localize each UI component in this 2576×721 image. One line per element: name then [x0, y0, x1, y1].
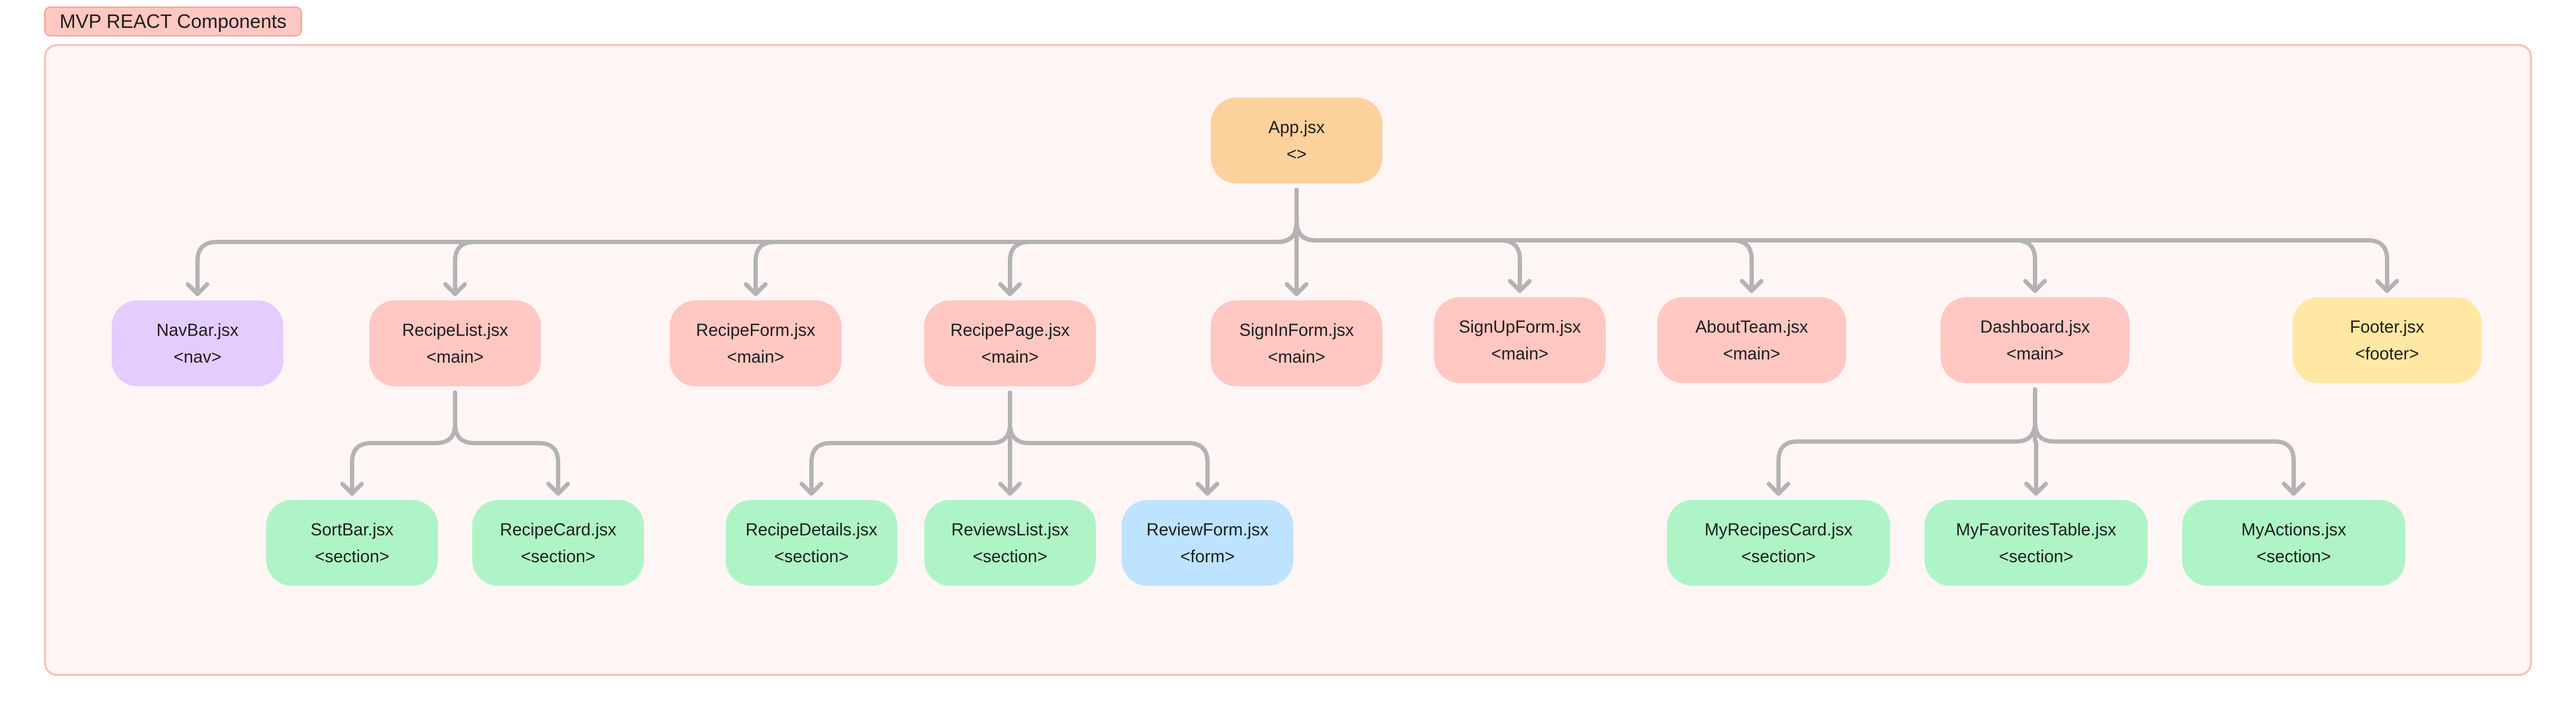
arrowhead-icon	[443, 282, 467, 296]
node-tag-label: <section>	[774, 547, 849, 566]
arrowhead-icon	[1196, 482, 1219, 496]
edge-dashboard-myrecipescard	[1776, 387, 2037, 496]
arrowhead-icon	[2024, 482, 2048, 496]
node-recipepage[interactable]: RecipePage.jsx <main>	[924, 300, 1096, 386]
node-file-label: RecipeList.jsx	[402, 320, 508, 340]
node-file-label: RecipeForm.jsx	[696, 320, 816, 340]
node-tag-label: <main>	[1723, 344, 1781, 363]
arrowhead-icon	[2023, 279, 2047, 293]
arrowhead-icon	[1285, 282, 1308, 296]
node-app[interactable]: App.jsx <>	[1211, 98, 1382, 183]
node-tag-label: <>	[1286, 144, 1307, 164]
arrowhead-icon	[340, 482, 364, 496]
node-tag-label: <section>	[1741, 547, 1816, 566]
node-dashboard[interactable]: Dashboard.jsx <main>	[1941, 297, 2129, 383]
node-file-label: NavBar.jsx	[156, 320, 239, 340]
node-file-label: ReviewForm.jsx	[1146, 520, 1269, 539]
node-recipecard[interactable]: RecipeCard.jsx <section>	[472, 500, 644, 586]
node-myrecipescard[interactable]: MyRecipesCard.jsx <section>	[1667, 500, 1890, 586]
node-file-label: Footer.jsx	[2350, 317, 2425, 336]
edge-dashboard-myactions	[2033, 387, 2296, 496]
edge-app-recipepage	[1008, 188, 1299, 296]
node-file-label: AboutTeam.jsx	[1695, 317, 1808, 336]
node-tag-label: <main>	[2006, 344, 2064, 363]
node-tag-label: <nav>	[173, 347, 222, 366]
arrowhead-icon	[744, 282, 767, 296]
node-file-label: SignUpForm.jsx	[1459, 317, 1581, 336]
node-file-label: MyRecipesCard.jsx	[1704, 520, 1853, 539]
node-tag-label: <main>	[981, 347, 1039, 366]
node-tag-label: <form>	[1180, 547, 1235, 566]
arrowhead-icon	[998, 282, 1022, 296]
node-tag-label: <main>	[1491, 344, 1549, 363]
frame-label: MVP REACT Components	[44, 6, 302, 36]
node-recipelist[interactable]: RecipeList.jsx <main>	[369, 300, 541, 386]
node-tag-label: <main>	[727, 347, 785, 366]
node-file-label: SortBar.jsx	[310, 520, 394, 539]
arrowhead-icon	[2375, 279, 2399, 293]
node-file-label: MyFavoritesTable.jsx	[1956, 520, 2117, 539]
node-tag-label: <section>	[314, 547, 390, 566]
edge-recipelist-recipecard	[453, 391, 560, 496]
node-aboutteam[interactable]: AboutTeam.jsx <main>	[1657, 297, 1846, 383]
node-recipeform[interactable]: RecipeForm.jsx <main>	[670, 300, 841, 386]
node-file-label: RecipeDetails.jsx	[745, 520, 877, 539]
node-footer[interactable]: Footer.jsx <footer>	[2293, 297, 2482, 383]
node-file-label: SignInForm.jsx	[1239, 320, 1354, 340]
node-signupform[interactable]: SignUpForm.jsx <main>	[1434, 297, 1606, 383]
arrowhead-icon	[1767, 482, 1790, 496]
node-file-label: RecipePage.jsx	[950, 320, 1070, 340]
edge-recipepage-recipedetails	[809, 391, 1012, 496]
node-signinform[interactable]: SignInForm.jsx <main>	[1211, 300, 1382, 386]
node-file-label: App.jsx	[1268, 117, 1325, 137]
node-myactions[interactable]: MyActions.jsx <section>	[2182, 500, 2405, 586]
node-file-label: Dashboard.jsx	[1980, 317, 2090, 336]
arrowhead-icon	[1508, 279, 1532, 293]
node-tag-label: <main>	[1268, 347, 1326, 366]
node-recipedetails[interactable]: RecipeDetails.jsx <section>	[726, 500, 897, 586]
node-tag-label: <section>	[972, 547, 1048, 566]
edge-recipelist-sortbar	[350, 391, 457, 496]
node-file-label: RecipeCard.jsx	[500, 520, 617, 539]
arrowhead-icon	[998, 482, 1022, 496]
node-tag-label: <section>	[2256, 547, 2331, 566]
node-reviewslist[interactable]: ReviewsList.jsx <section>	[924, 500, 1096, 586]
arrowhead-icon	[2282, 482, 2306, 496]
edge-recipepage-reviewform	[1008, 391, 1210, 496]
node-reviewform[interactable]: ReviewForm.jsx <form>	[1122, 500, 1293, 586]
node-file-label: MyActions.jsx	[2241, 520, 2346, 539]
edge-dashboard-myfavoritestable	[2033, 387, 2038, 496]
arrowhead-icon	[186, 282, 209, 296]
arrowhead-icon	[1740, 279, 1763, 293]
node-tag-label: <section>	[1999, 547, 2074, 566]
edge-app-footer	[1294, 188, 2389, 293]
node-tag-label: <main>	[426, 347, 484, 366]
node-myfavoritestable[interactable]: MyFavoritesTable.jsx <section>	[1924, 500, 2148, 586]
node-navbar[interactable]: NavBar.jsx <nav>	[112, 300, 283, 386]
node-file-label: ReviewsList.jsx	[951, 520, 1069, 539]
node-sortbar[interactable]: SortBar.jsx <section>	[266, 500, 438, 586]
node-tag-label: <footer>	[2355, 344, 2419, 363]
node-tag-label: <section>	[521, 547, 596, 566]
arrowhead-icon	[546, 482, 570, 496]
arrowhead-icon	[800, 482, 823, 496]
